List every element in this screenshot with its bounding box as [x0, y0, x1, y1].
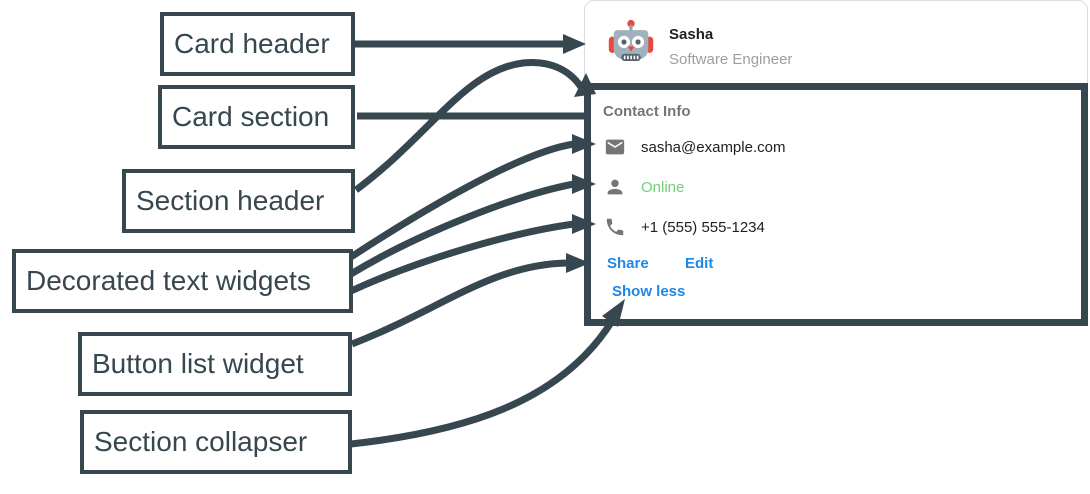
arrow-decorated-2 — [349, 180, 575, 277]
callout-card-header-label: Card header — [174, 28, 330, 59]
person-role: Software Engineer — [669, 51, 793, 68]
contact-card: Sasha Software Engineer Contact Info sas… — [584, 0, 1088, 326]
phone-text: +1 (555) 555-1234 — [641, 218, 765, 236]
decorated-text-email: sasha@example.com — [604, 134, 785, 160]
arrow-decorated-3 — [349, 220, 575, 295]
edit-button[interactable]: Edit — [685, 255, 714, 272]
callout-card-section-label: Card section — [172, 101, 330, 132]
arrow-section-collapser — [350, 319, 615, 448]
callout-section-collapser-label: Section collapser — [94, 426, 308, 457]
callout-section-header: Section header — [122, 169, 355, 233]
status-text: Online — [641, 178, 685, 196]
person-name: Sasha — [669, 26, 714, 43]
decorated-text-status: Online — [604, 174, 684, 200]
share-button[interactable]: Share — [607, 255, 649, 272]
card-header: Sasha Software Engineer — [584, 0, 1088, 84]
person-icon — [607, 179, 623, 195]
email-text: sasha@example.com — [641, 138, 786, 156]
callout-section-header-label: Section header — [136, 185, 325, 216]
callout-decorated-text-widgets: Decorated text widgets — [12, 249, 353, 313]
card-section: Contact Info sasha@example.com Online +1… — [584, 83, 1088, 326]
arrowhead-card-header — [563, 34, 586, 54]
arrow-decorated-1 — [349, 140, 575, 260]
callout-button-list-widget-label: Button list widget — [92, 348, 304, 379]
arrow-button-list — [350, 259, 567, 348]
show-less-collapser[interactable]: Show less — [612, 283, 686, 300]
robot-avatar-icon — [608, 19, 654, 61]
email-icon — [605, 139, 625, 155]
phone-icon — [606, 218, 624, 236]
callout-button-list-widget: Button list widget — [78, 332, 352, 396]
callout-card-section: Card section — [158, 85, 355, 149]
section-header-title: Contact Info — [603, 103, 691, 120]
decorated-text-phone: +1 (555) 555-1234 — [604, 214, 765, 240]
callout-section-collapser: Section collapser — [80, 410, 352, 474]
callout-decorated-text-widgets-label: Decorated text widgets — [26, 265, 311, 296]
arrow-section-header — [353, 58, 588, 193]
callout-card-header: Card header — [160, 12, 355, 76]
